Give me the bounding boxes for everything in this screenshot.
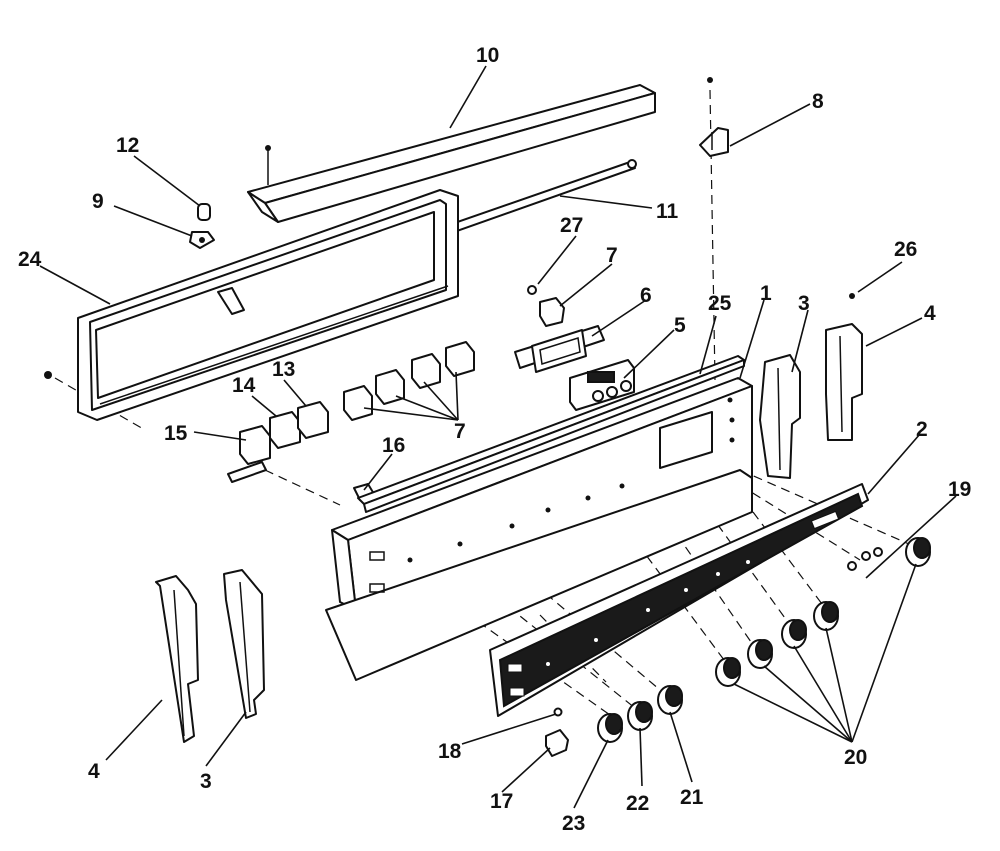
label-3-right: 3 <box>798 292 810 315</box>
switch-group-part-7 <box>343 341 475 421</box>
label-3-left: 3 <box>200 770 212 793</box>
knob-part-22 <box>627 701 653 731</box>
label-22: 22 <box>626 792 649 815</box>
label-9: 9 <box>92 190 104 213</box>
end-cap-part-4-left <box>155 575 199 743</box>
label-23: 23 <box>562 812 585 835</box>
label-14: 14 <box>232 374 256 397</box>
end-cap-part-4-right <box>825 293 863 441</box>
lamp-part-12 <box>197 203 211 221</box>
label-25: 25 <box>708 292 732 315</box>
label-17: 17 <box>490 790 513 813</box>
label-18: 18 <box>438 740 462 763</box>
label-19: 19 <box>948 478 971 501</box>
bracket-part-8 <box>699 77 729 157</box>
screw-part-27 <box>527 285 537 295</box>
label-1: 1 <box>760 282 772 305</box>
bushing-part-19 <box>847 547 883 571</box>
label-24: 24 <box>18 248 42 271</box>
switch-part-14 <box>269 411 301 449</box>
switch-part-13 <box>297 401 329 439</box>
callout-labels: 10 8 12 9 11 27 26 24 7 1 6 25 3 4 5 13 … <box>18 44 971 835</box>
screw-part-18 <box>553 707 563 717</box>
top-trim-part-10 <box>247 84 656 223</box>
label-16: 16 <box>382 434 405 457</box>
label-7-lower: 7 <box>454 420 466 443</box>
switch-part-15 <box>227 425 271 483</box>
label-2: 2 <box>916 418 928 441</box>
knob-group-part-20 <box>715 537 931 687</box>
label-27: 27 <box>560 214 583 237</box>
label-11: 11 <box>656 200 679 223</box>
bracket-part-6 <box>514 325 605 373</box>
label-13: 13 <box>272 358 295 381</box>
label-5: 5 <box>674 314 686 337</box>
label-26: 26 <box>894 238 917 261</box>
label-12: 12 <box>116 134 139 157</box>
switch-part-7-upper <box>539 297 565 327</box>
end-cap-part-3-right <box>759 354 801 479</box>
frame-part-24 <box>44 189 459 421</box>
end-cap-part-3-left <box>223 569 265 719</box>
console-body-part-1 <box>325 377 753 681</box>
knob-part-23 <box>597 713 623 743</box>
label-4-left: 4 <box>88 760 100 783</box>
control-panel-part-2 <box>489 483 869 717</box>
label-6: 6 <box>640 284 652 307</box>
label-7-upper: 7 <box>606 244 618 267</box>
label-10: 10 <box>476 44 499 67</box>
label-20: 20 <box>844 746 867 769</box>
knob-part-21 <box>657 685 683 715</box>
label-15: 15 <box>164 422 188 445</box>
label-4-right: 4 <box>924 302 936 325</box>
clock-module-part-5 <box>569 359 635 411</box>
switch-part-17 <box>545 729 569 757</box>
label-8: 8 <box>812 90 824 113</box>
clip-part-9 <box>189 231 215 249</box>
leader-lines <box>39 65 957 809</box>
label-21: 21 <box>680 786 704 809</box>
